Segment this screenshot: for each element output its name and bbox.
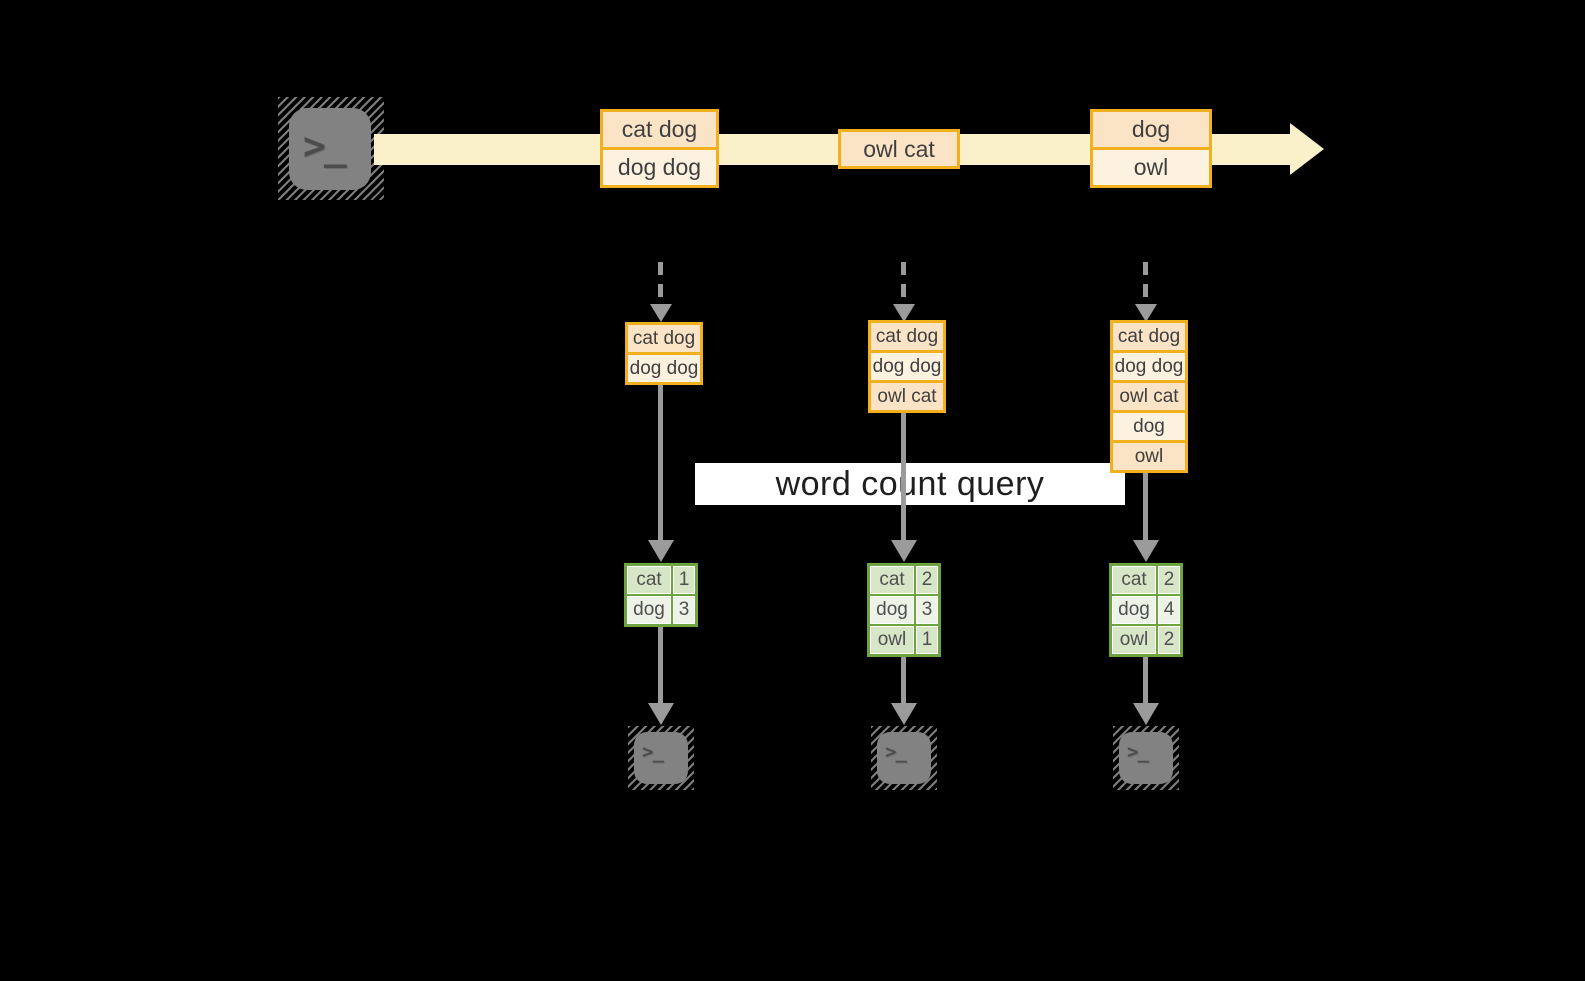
dashed-arrow-3 [1143, 262, 1148, 304]
dashed-arrowhead-3-icon [1135, 304, 1157, 322]
batch-line: owl cat [1113, 383, 1185, 410]
connector-arrowhead-1-icon [648, 540, 674, 562]
result-word: dog [870, 596, 914, 624]
stream-record-line: dog [1093, 112, 1209, 147]
query-label: word count query [775, 464, 1045, 503]
batch-line: cat dog [628, 325, 700, 352]
terminal-source-body: >_ [289, 108, 371, 190]
batch-line: cat dog [1113, 323, 1185, 350]
result-word: cat [627, 566, 671, 594]
stream-record-line: cat dog [603, 112, 716, 147]
result-word: owl [1112, 626, 1156, 654]
terminal-sink-icon-3: >_ [1113, 726, 1179, 790]
stream-record-3: dog owl [1090, 109, 1212, 188]
sink-arrow-1 [658, 627, 663, 703]
micro-batch-2: cat dog dog dog owl cat [868, 320, 946, 413]
connector-arrow-2 [901, 413, 906, 540]
prompt-glyph: >_ [1127, 741, 1149, 763]
stream-record-line: owl cat [841, 132, 957, 166]
result-count: 1 [916, 626, 938, 654]
result-count: 2 [916, 566, 938, 594]
result-word: cat [870, 566, 914, 594]
result-count: 2 [1158, 566, 1180, 594]
query-banner: word count query [695, 463, 1125, 505]
connector-arrowhead-3-icon [1133, 540, 1159, 562]
dashed-arrowhead-2-icon [893, 304, 915, 322]
batch-line: dog [1113, 413, 1185, 440]
sink-arrowhead-2-icon [891, 703, 917, 725]
batch-line: cat dog [871, 323, 943, 350]
dashed-arrowhead-1-icon [650, 304, 672, 322]
terminal-sink-body: >_ [1119, 732, 1173, 784]
sink-arrow-2 [901, 657, 906, 703]
stream-record-line: dog dog [603, 150, 716, 185]
dashed-arrow-2 [901, 262, 906, 304]
result-table-3: cat 2 dog 4 owl 2 [1109, 563, 1183, 657]
stream-record-2: owl cat [838, 129, 960, 169]
result-table-1: cat 1 dog 3 [624, 563, 698, 627]
dashed-arrow-1 [658, 262, 663, 304]
prompt-glyph: >_ [885, 741, 907, 763]
sink-arrow-3 [1143, 657, 1148, 703]
result-word: dog [627, 596, 671, 624]
result-count: 1 [673, 566, 695, 594]
result-word: owl [870, 626, 914, 654]
prompt-glyph: >_ [642, 741, 664, 763]
result-count: 3 [673, 596, 695, 624]
micro-batch-1: cat dog dog dog [625, 322, 703, 385]
terminal-sink-body: >_ [877, 732, 931, 784]
micro-batch-3: cat dog dog dog owl cat dog owl [1110, 320, 1188, 473]
connector-arrowhead-2-icon [891, 540, 917, 562]
result-count: 4 [1158, 596, 1180, 624]
connector-arrow-3 [1143, 473, 1148, 540]
prompt-glyph: >_ [303, 124, 347, 168]
sink-arrowhead-3-icon [1133, 703, 1159, 725]
stream-record-line: owl [1093, 150, 1209, 185]
batch-line: owl cat [871, 383, 943, 410]
terminal-sink-body: >_ [634, 732, 688, 784]
result-count: 3 [916, 596, 938, 624]
batch-line: dog dog [1113, 353, 1185, 380]
terminal-sink-icon-2: >_ [871, 726, 937, 790]
terminal-source-icon: >_ [278, 97, 384, 200]
batch-line: dog dog [871, 353, 943, 380]
batch-line: dog dog [628, 355, 700, 382]
sink-arrowhead-1-icon [648, 703, 674, 725]
connector-arrow-1 [658, 385, 663, 540]
result-count: 2 [1158, 626, 1180, 654]
result-word: dog [1112, 596, 1156, 624]
stream-arrowhead-icon [1290, 123, 1324, 175]
result-word: cat [1112, 566, 1156, 594]
stream-record-1: cat dog dog dog [600, 109, 719, 188]
result-table-2: cat 2 dog 3 owl 1 [867, 563, 941, 657]
terminal-sink-icon-1: >_ [628, 726, 694, 790]
batch-line: owl [1113, 443, 1185, 470]
